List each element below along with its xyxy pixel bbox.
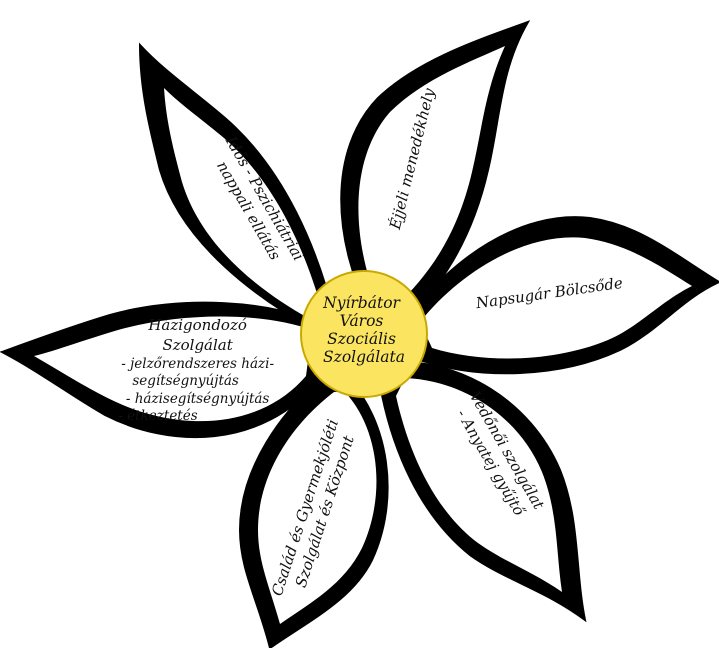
petal-vedonoi-szolgalat: Védőnői szolgálat - Anyatej gyűjtő (378, 360, 587, 623)
petal-fill (34, 316, 312, 422)
petal-fill (258, 392, 377, 624)
petal-hazigondozo-szolgalat: Házigondozó Szolgálat - jelzőrendszeres … (0, 301, 327, 439)
petal-fill (358, 46, 505, 306)
petal-csalad-es-gyermekjoleti: Család és Gyermekjóléti Szolgálat és Köz… (238, 370, 389, 648)
petal-fill (420, 237, 692, 359)
petal-ejjeli-menedekhely: Éjjeli menedékhely (340, 20, 531, 330)
petal-fill (396, 378, 562, 592)
petal-idos-pszichiatriai: Idős - Pszichiátriai nappali ellátás (138, 42, 337, 332)
petal-napsugar-bolcsode: Napsugár Bölcsőde (406, 216, 719, 375)
center-circle (300, 270, 428, 398)
petal-label: Házigondozó Szolgálat - jelzőrendszeres … (118, 316, 278, 424)
petal-fill (164, 88, 322, 318)
center-hub: Nyírbátor Város Szociális Szolgálata (300, 270, 428, 398)
center-label: Nyírbátor Város Szociális Szolgálata (322, 294, 405, 366)
